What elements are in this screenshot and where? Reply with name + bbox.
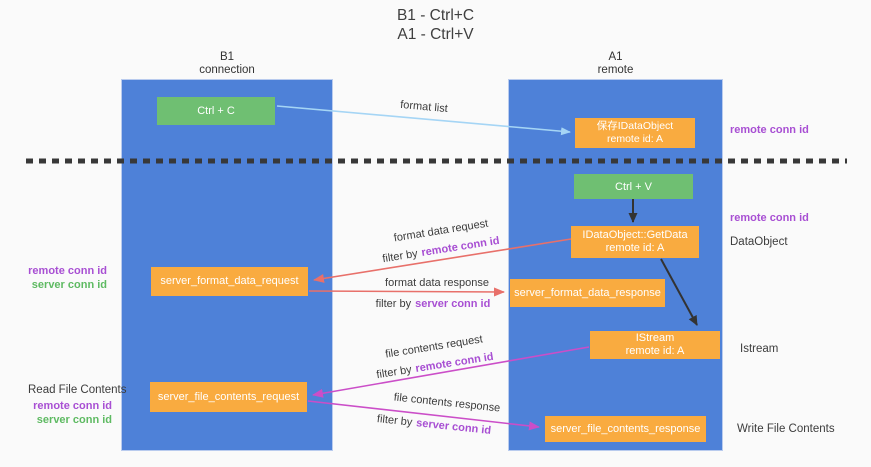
right-label-remote-conn-id-top: remote conn id (730, 124, 809, 136)
title-line-1: B1 - Ctrl+C (396, 7, 475, 24)
save-dataobject-line2: remote id: A (606, 133, 664, 145)
ctrl-v-label: Ctrl + V (615, 180, 652, 193)
node-ctrl-c: Ctrl + C (157, 97, 275, 125)
left-label-read-file-contents: Read File Contents (28, 384, 127, 396)
remote-conn-id-text: remote conn id (420, 234, 501, 260)
save-dataobject-line1: 保存IDataObject (596, 120, 674, 132)
right-label-remote-conn-id-mid: remote conn id (730, 212, 809, 224)
format-request-label: server_format_data_request (160, 275, 299, 287)
file-request-label: server_file_contents_request (157, 390, 300, 403)
filter-by-text: filter by (381, 247, 419, 266)
node-getdata: IDataObject::GetData remote id: A (571, 226, 699, 258)
istream-line1: IStream (635, 332, 675, 344)
a1-role: remote (597, 64, 634, 76)
node-server-file-contents-response: server_file_contents_response (545, 416, 706, 442)
filter-by-text: filter by (375, 363, 413, 382)
getdata-line1: IDataObject::GetData (582, 229, 688, 241)
column-header-a1: A1 remote (508, 51, 723, 77)
server-conn-id-text: server conn id (415, 417, 492, 437)
title-line-2: A1 - Ctrl+V (397, 26, 474, 43)
ctrl-c-label: Ctrl + C (197, 105, 235, 117)
left-label-server-conn-id: server conn id (31, 279, 107, 291)
node-server-format-data-response: server_format_data_response (510, 279, 665, 307)
diagram-title: B1 - Ctrl+C A1 - Ctrl+V (0, 6, 871, 44)
server-conn-id-text: server conn id (415, 298, 491, 310)
filter-by-text: filter by (376, 413, 413, 429)
istream-line2: remote id: A (625, 345, 685, 357)
file-response-label: server_file_contents_response (550, 422, 701, 435)
getdata-line2: remote id: A (605, 242, 665, 254)
right-label-dataobject: DataObject (730, 236, 788, 248)
b1-role: connection (199, 64, 255, 76)
arrow-format-data-response (308, 287, 505, 297)
label-file-contents-response: file contents response (393, 391, 501, 415)
label-format-data-response: format data response (385, 277, 489, 289)
column-header-b1: B1 connection (121, 51, 333, 77)
node-save-dataobject: 保存IDataObject remote id: A (575, 118, 695, 148)
left-label-server-conn-id-2: server conn id (36, 414, 112, 426)
b1-name: B1 (219, 51, 235, 63)
node-ctrl-v: Ctrl + V (574, 174, 693, 199)
left-label-remote-conn-id-2: remote conn id (33, 400, 112, 412)
left-label-remote-conn-id: remote conn id (28, 265, 107, 277)
format-response-label: server_format_data_response (514, 286, 661, 299)
a1-name: A1 (608, 51, 623, 63)
filter-by-text: filter by (375, 298, 412, 310)
label-format-list: format list (399, 98, 449, 116)
node-server-format-data-request: server_format_data_request (151, 267, 308, 296)
right-label-write-file-contents: Write File Contents (737, 423, 835, 435)
node-server-file-contents-request: server_file_contents_request (150, 382, 307, 412)
right-label-istream: Istream (740, 343, 779, 355)
node-istream: IStream remote id: A (590, 331, 720, 359)
remote-conn-id-text: remote conn id (414, 350, 495, 376)
